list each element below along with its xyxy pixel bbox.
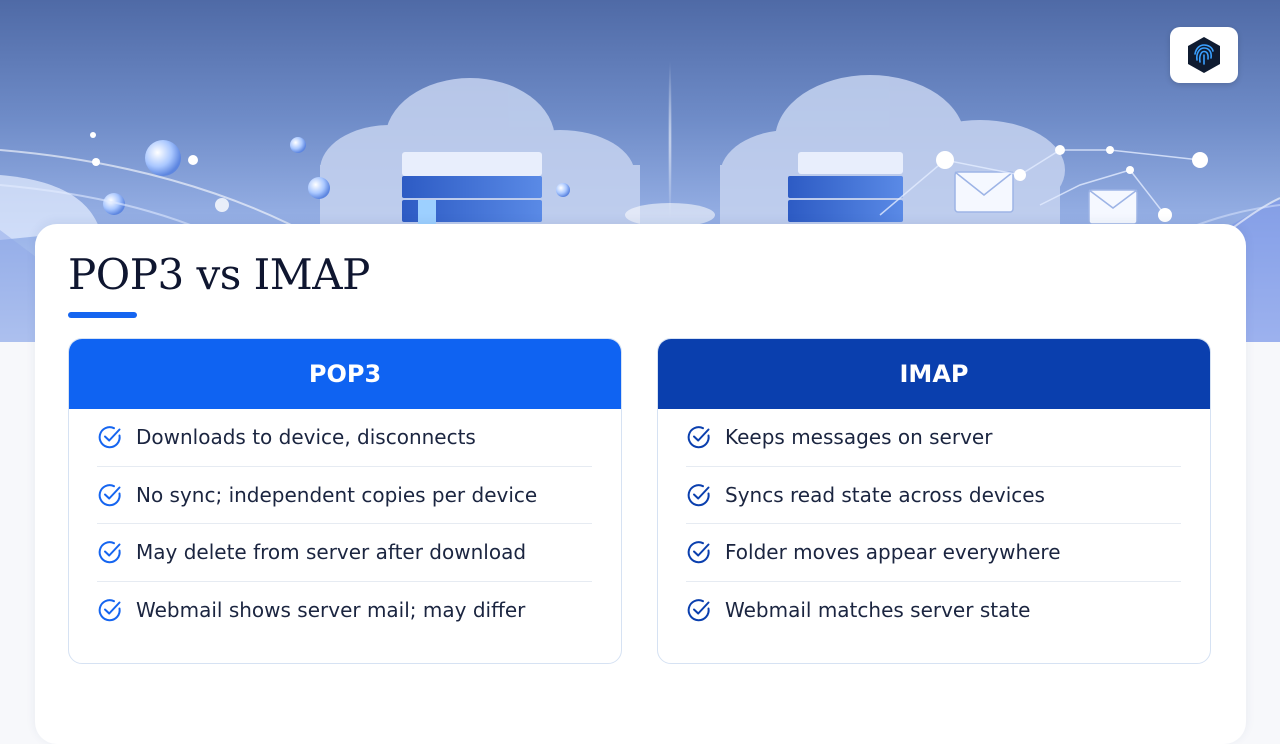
check-circle-icon bbox=[686, 482, 712, 508]
list-item: Syncs read state across devices bbox=[686, 467, 1181, 524]
check-circle-icon bbox=[97, 597, 123, 623]
list-item: Webmail matches server state bbox=[686, 582, 1181, 639]
list-item-text: No sync; independent copies per device bbox=[136, 482, 538, 507]
check-circle-icon bbox=[97, 424, 123, 450]
imap-panel-header: IMAP bbox=[658, 339, 1210, 409]
list-item: No sync; independent copies per device bbox=[97, 467, 592, 524]
server-stack-right-icon bbox=[788, 152, 903, 222]
list-item: May delete from server after download bbox=[97, 524, 592, 582]
logo-badge bbox=[1170, 27, 1238, 83]
pop3-panel: POP3 Downloads to device, disconnects No… bbox=[68, 338, 622, 664]
list-item: Webmail shows server mail; may differ bbox=[97, 582, 592, 639]
list-item-text: Syncs read state across devices bbox=[725, 482, 1045, 507]
list-item-text: May delete from server after download bbox=[136, 540, 527, 565]
list-item: Keeps messages on server bbox=[686, 409, 1181, 467]
pop3-panel-header: POP3 bbox=[69, 339, 621, 409]
pop3-feature-list: Downloads to device, disconnects No sync… bbox=[69, 409, 621, 638]
check-circle-icon bbox=[686, 539, 712, 565]
check-circle-icon bbox=[97, 539, 123, 565]
imap-panel: IMAP Keeps messages on server Syncs read… bbox=[657, 338, 1211, 664]
list-item: Folder moves appear everywhere bbox=[686, 524, 1181, 582]
list-item-text: Webmail shows server mail; may differ bbox=[136, 597, 526, 622]
check-circle-icon bbox=[686, 424, 712, 450]
list-item-text: Downloads to device, disconnects bbox=[136, 425, 476, 450]
server-stack-left-icon bbox=[402, 152, 542, 224]
imap-feature-list: Keeps messages on server Syncs read stat… bbox=[658, 409, 1210, 638]
check-circle-icon bbox=[686, 597, 712, 623]
list-item-text: Webmail matches server state bbox=[725, 597, 1031, 622]
slide-title: POP3 vs IMAP bbox=[68, 250, 370, 299]
check-circle-icon bbox=[97, 482, 123, 508]
fingerprint-hexagon-icon bbox=[1188, 37, 1220, 73]
title-underline bbox=[68, 312, 137, 318]
envelope-icon bbox=[954, 171, 1138, 225]
list-item: Downloads to device, disconnects bbox=[97, 409, 592, 467]
hero-illustration bbox=[0, 60, 1280, 342]
list-item-text: Keeps messages on server bbox=[725, 425, 993, 450]
list-item-text: Folder moves appear everywhere bbox=[725, 540, 1061, 565]
